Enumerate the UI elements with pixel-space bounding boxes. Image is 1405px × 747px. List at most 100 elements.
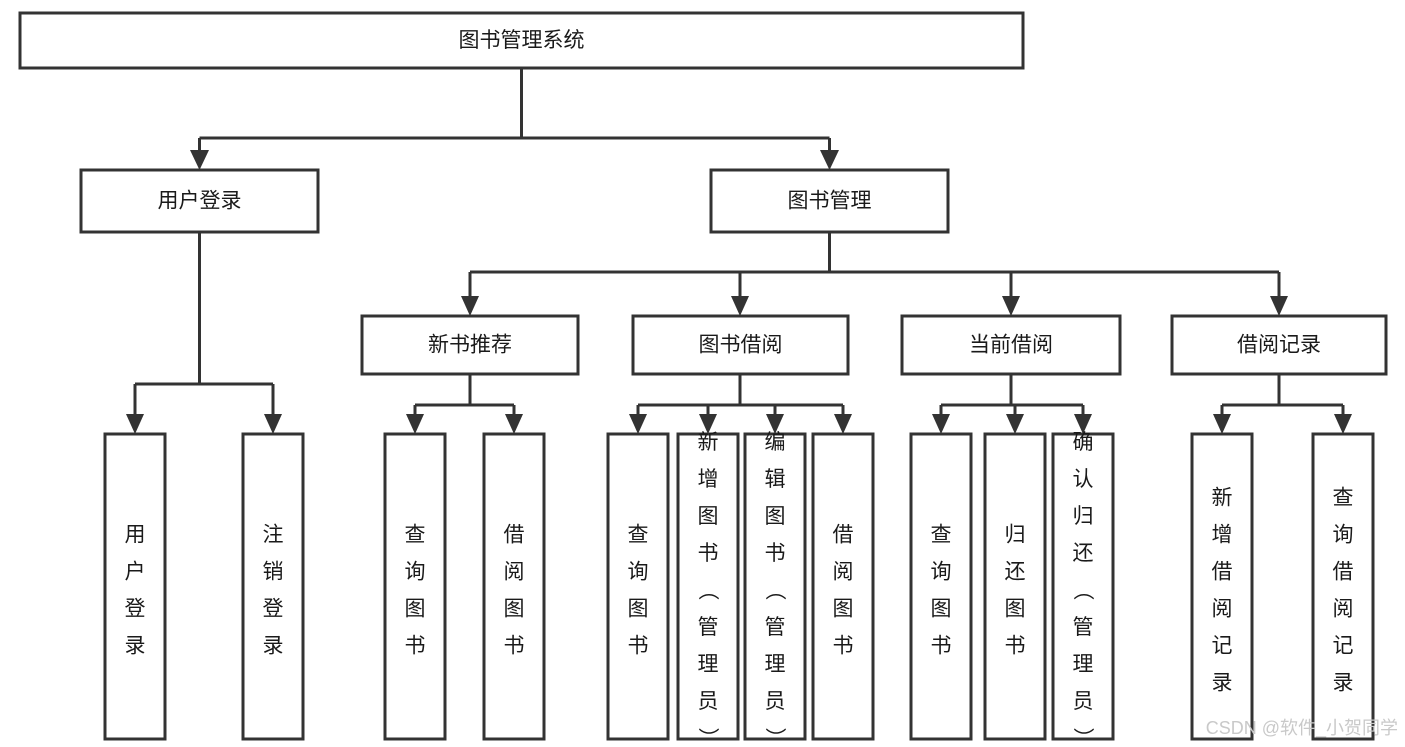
- node-borrow-record[interactable]: 借阅记录: [1170, 314, 1388, 376]
- node-label-char: 登: [263, 597, 284, 620]
- node-box[interactable]: [482, 432, 546, 741]
- nodes-layer: 图书管理系统用户登录图书管理新书推荐图书借阅当前借阅借阅记录用户登录注销登录查询…: [18, 11, 1388, 747]
- node-label-char: 用: [125, 523, 146, 546]
- arrow-head-icon: [766, 414, 784, 434]
- node-label-char: 借: [1212, 560, 1233, 583]
- arrow-head-icon: [1074, 414, 1092, 434]
- node-box[interactable]: [606, 432, 670, 741]
- node-box[interactable]: [1190, 432, 1254, 741]
- node-box[interactable]: [18, 11, 1025, 70]
- node-box[interactable]: [909, 432, 973, 741]
- arrow-head-icon: [406, 414, 424, 434]
- node-label-char: 询: [628, 560, 649, 583]
- node-label-char: 询: [405, 560, 426, 583]
- node-box[interactable]: [360, 314, 580, 376]
- node-label: 当前借阅: [969, 334, 1053, 357]
- node-label-char: 理: [1073, 653, 1094, 676]
- node-label-char: 查: [1333, 486, 1354, 509]
- node-box[interactable]: [241, 432, 305, 741]
- connector-book-management-to-level3: [461, 232, 1288, 316]
- node-box[interactable]: [709, 168, 950, 234]
- node-label: 图书借阅: [699, 334, 783, 357]
- node-label-char: 图: [765, 505, 786, 528]
- node-label-char: 图: [698, 505, 719, 528]
- node-book-management[interactable]: 图书管理: [709, 168, 950, 234]
- node-label-char: 管: [1073, 616, 1094, 639]
- node-label-char: 编: [765, 431, 786, 454]
- node-label-char: （: [763, 579, 786, 600]
- node-label-char: 增: [1212, 523, 1233, 546]
- connector-borrow-record-to-leaves: [1213, 374, 1352, 434]
- node-label-char: 阅: [1212, 597, 1233, 620]
- node-label-char: 新: [698, 431, 719, 454]
- arrow-head-icon: [461, 296, 479, 316]
- node-label-char: 归: [1005, 523, 1026, 546]
- node-box[interactable]: [383, 432, 447, 741]
- arrow-head-icon: [629, 414, 647, 434]
- node-new-book-recommend[interactable]: 新书推荐: [360, 314, 580, 376]
- connector-new-book-recommend-to-leaves: [406, 374, 523, 434]
- node-box[interactable]: [1311, 432, 1375, 741]
- node-label-char: 图: [504, 597, 525, 620]
- node-label-char: ）: [763, 727, 786, 747]
- node-label-char: 还: [1073, 542, 1094, 565]
- node-label-char: 记: [1212, 634, 1233, 657]
- node-label-char: 图: [405, 597, 426, 620]
- node-label-char: 查: [931, 523, 952, 546]
- node-label-char: 阅: [833, 560, 854, 583]
- node-label-char: 查: [405, 523, 426, 546]
- arrow-head-icon: [1334, 414, 1352, 434]
- node-box[interactable]: [103, 432, 167, 741]
- node-label-char: ）: [1071, 727, 1094, 747]
- node-label-char: 图: [931, 597, 952, 620]
- node-label-char: 书: [628, 634, 649, 657]
- node-label-char: （: [696, 579, 719, 600]
- node-label: 图书管理系统: [459, 29, 585, 52]
- node-user-login[interactable]: 用户登录: [79, 168, 320, 234]
- node-root[interactable]: 图书管理系统: [18, 11, 1025, 70]
- node-box[interactable]: [631, 314, 850, 376]
- node-box[interactable]: [743, 432, 807, 741]
- node-book-borrow[interactable]: 图书借阅: [631, 314, 850, 376]
- arrow-head-icon: [1213, 414, 1231, 434]
- node-label-char: 理: [698, 653, 719, 676]
- node-label-char: 记: [1333, 634, 1354, 657]
- node-label-char: 图: [833, 597, 854, 620]
- arrow-head-icon: [505, 414, 523, 434]
- node-box[interactable]: [900, 314, 1122, 376]
- node-label-char: 理: [765, 653, 786, 676]
- node-box[interactable]: [983, 432, 1047, 741]
- node-box[interactable]: [1170, 314, 1388, 376]
- node-label-char: 录: [263, 634, 284, 657]
- node-label-char: 认: [1073, 468, 1094, 491]
- node-label-char: 书: [931, 634, 952, 657]
- node-label-char: 询: [1333, 523, 1354, 546]
- node-label-char: 员: [698, 690, 719, 713]
- node-box[interactable]: [1051, 432, 1115, 741]
- node-box[interactable]: [79, 168, 320, 234]
- node-label-char: 归: [1073, 505, 1094, 528]
- node-label-char: 户: [125, 560, 146, 583]
- node-label-char: 阅: [1333, 597, 1354, 620]
- node-box[interactable]: [676, 432, 740, 741]
- connector-user-login-to-leaves: [126, 232, 282, 434]
- node-current-borrow[interactable]: 当前借阅: [900, 314, 1122, 376]
- node-box[interactable]: [811, 432, 875, 741]
- node-label-char: 录: [125, 634, 146, 657]
- node-label-char: 图: [1005, 597, 1026, 620]
- node-leaf-user-login[interactable]: 用户登录: [103, 432, 167, 741]
- node-label-char: 书: [765, 542, 786, 565]
- arrow-head-icon: [1006, 414, 1024, 434]
